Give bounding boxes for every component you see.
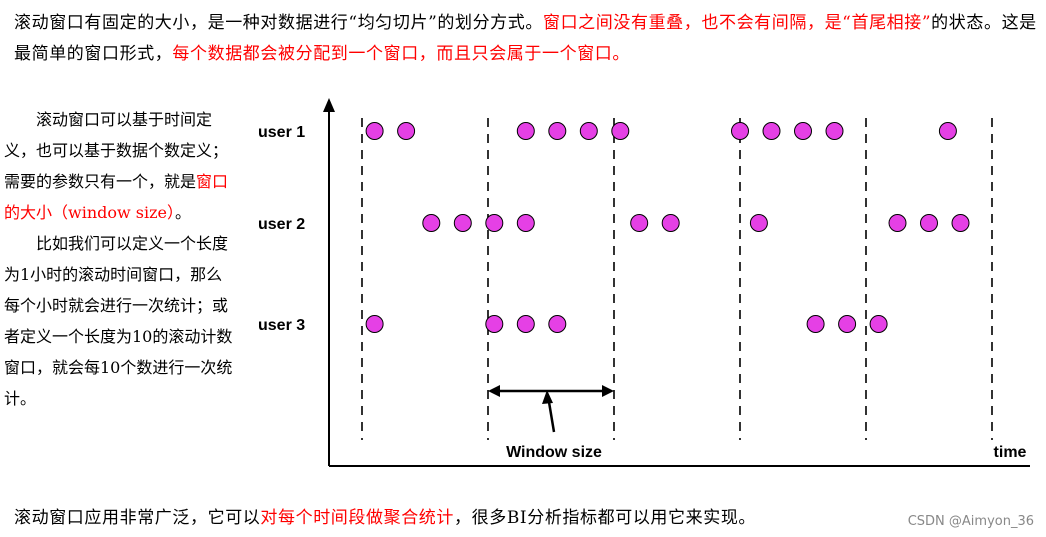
event-dot (794, 122, 812, 140)
event-dot (516, 122, 535, 140)
event-dot (422, 214, 441, 232)
window-size-indicator: Window size (488, 385, 614, 461)
window-size-label: Window size (506, 444, 602, 461)
event-dot (806, 315, 825, 333)
x-axis-label: time (994, 444, 1027, 461)
side-text-1-red: 窗口的大小（window size） (4, 172, 229, 222)
intro-text-1: 滚动窗口有固定的大小，是一种对数据进行“均匀切片”的划分方式。 (14, 13, 543, 33)
row-label-user-1: user 1 (258, 124, 305, 141)
event-dot (888, 214, 907, 232)
event-dot (453, 214, 472, 232)
event-dot (762, 122, 781, 140)
event-dot (579, 122, 598, 140)
side-text-1b: 。 (175, 203, 192, 222)
intro-paragraph: 滚动窗口有固定的大小，是一种对数据进行“均匀切片”的划分方式。窗口之间没有重叠，… (14, 8, 1040, 70)
event-dot (731, 122, 749, 140)
row-label-user-3: user 3 (258, 317, 305, 334)
row-label-user-2: user 2 (258, 216, 305, 233)
window-size-pointer-arrowhead-icon (542, 390, 553, 404)
event-dot (365, 122, 384, 140)
event-dot (630, 214, 649, 232)
window-size-right-arrowhead-icon (602, 385, 614, 397)
footer-text-1: 滚动窗口应用非常广泛，它可以 (14, 508, 261, 528)
side-paragraph-1: 滚动窗口可以基于时间定义，也可以基于数据个数定义；需要的参数只有一个，就是窗口的… (4, 104, 236, 228)
event-dots (365, 122, 970, 333)
event-dot (749, 214, 768, 232)
event-dot (869, 315, 888, 333)
footer-paragraph: 滚动窗口应用非常广泛，它可以对每个时间段做聚合统计，很多BI分析指标都可以用它来… (14, 503, 914, 534)
window-boundaries (361, 118, 993, 440)
event-dot (661, 214, 680, 232)
side-description: 滚动窗口可以基于时间定义，也可以基于数据个数定义；需要的参数只有一个，就是窗口的… (4, 104, 236, 414)
window-size-left-arrowhead-icon (488, 385, 500, 397)
side-paragraph-2: 比如我们可以定义一个长度为1小时的滚动时间窗口，那么每个小时就会进行一次统计；或… (4, 234, 233, 408)
event-dot (397, 122, 416, 140)
intro-text-3: 的状态。这是最简单的窗口形式， (14, 13, 1037, 64)
event-dot (548, 315, 567, 333)
intro-text-4: 每个数据都会被分配到一个窗口，而且只会属于一个窗口。 (172, 44, 631, 64)
event-dot (485, 214, 504, 232)
event-dot (485, 315, 504, 333)
event-dot (938, 122, 957, 140)
event-dot (611, 122, 630, 140)
intro-text-2: 窗口之间没有重叠，也不会有间隔，是“首尾相接” (542, 13, 932, 33)
event-dot (838, 315, 857, 333)
event-dot (920, 214, 938, 232)
event-dot (951, 214, 970, 232)
footer-text-3: ，很多BI分析指标都可以用它来实现。 (454, 508, 757, 528)
event-dot (516, 214, 535, 232)
footer-text-2: 对每个时间段做聚合统计 (260, 508, 455, 528)
event-dot (516, 315, 535, 333)
side-text-1a: 滚动窗口可以基于时间定义，也可以基于数据个数定义；需要的参数只有一个，就是 (4, 110, 229, 191)
watermark: CSDN @Aimyon_36 (907, 514, 1034, 529)
y-axis-arrow-icon (323, 98, 335, 112)
row-labels: user 1 user 2 user 3 (258, 124, 305, 334)
event-dot (365, 315, 384, 333)
event-dot (548, 122, 567, 140)
event-dot (825, 122, 844, 140)
